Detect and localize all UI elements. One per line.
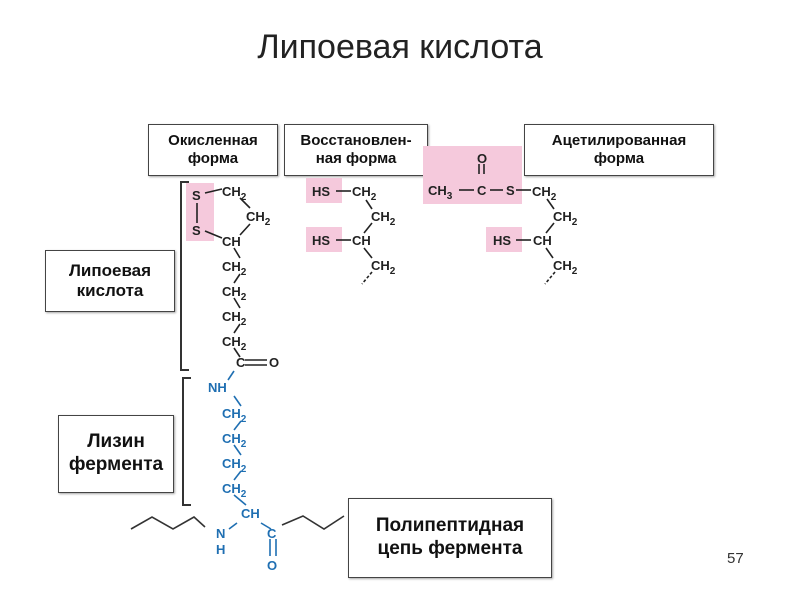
backbone-carbonyl-oxygen: O [267,558,277,573]
sulfur-atom-1: S [192,188,201,203]
ch2-group: CH2 [222,406,247,425]
ch-group: CH [352,233,371,248]
reduced-form-label: Восстановлен- ная форма [284,124,428,176]
page-number: 57 [727,550,744,567]
hs-group: HS [493,233,511,248]
ch2-group: CH2 [352,184,377,203]
hs-group: HS [312,184,330,199]
black-bonds [196,164,555,366]
ch-group: CH [533,233,552,248]
ch2-group: CH2 [222,456,247,475]
ch2-group: CH2 [532,184,557,203]
lysine-bracket [182,377,191,506]
ch2-group: CH2 [246,209,271,228]
ch-group: CH [222,234,241,249]
ch2-group: CH2 [553,258,578,277]
acetyl-oxygen: O [477,151,487,166]
ch2-group: CH2 [222,309,247,328]
acetyl-carbon: C [477,183,487,198]
lipoic-acid-bracket [180,181,189,371]
slide-title: Липоевая кислота [257,28,543,66]
lysine-label: Лизин фермента [58,415,174,493]
carbonyl-carbon: C [236,355,246,370]
backbone-hydrogen: H [216,542,225,557]
wavy-bonds [361,271,556,285]
thioester-sulfur: S [506,183,515,198]
ch2-group: CH2 [222,284,247,303]
ch2-group: CH2 [553,209,578,228]
carbonyl-oxygen: O [269,355,279,370]
polypeptide-zigzag [130,515,345,530]
ch2-group: CH2 [222,481,247,500]
hs-group: HS [312,233,330,248]
ch2-group: CH2 [371,258,396,277]
ch2-group: CH2 [222,431,247,450]
amide-nh: NH [208,380,227,395]
ch2-group: CH2 [371,209,396,228]
backbone-nitrogen: N [216,526,225,541]
ch2-group: CH2 [222,334,247,353]
highlights [186,146,522,252]
brackets [180,181,191,506]
polypeptide-chain-label: Полипептидная цепь фермента [348,498,552,578]
oxidized-form-label: Окисленная форма [148,124,278,176]
ch3-group: CH3 [428,183,453,202]
black-atoms: S S CH2 CH2 CH CH2 CH2 CH2 CH2 C O HS CH… [192,151,578,370]
alpha-ch: CH [241,506,260,521]
backbone-carbonyl-carbon: C [267,526,277,541]
ch2-group: CH2 [222,184,247,203]
sulfur-atom-2: S [192,223,201,238]
ch2-group: CH2 [222,259,247,278]
highlight-acetyl [423,146,522,204]
blue-bonds [227,370,277,556]
acetylated-form-label: Ацетилированная форма [524,124,714,176]
blue-atoms: NH CH2 CH2 CH2 CH2 CH N H C O [208,380,277,573]
lipoic-acid-label: Липоевая кислота [45,250,175,312]
